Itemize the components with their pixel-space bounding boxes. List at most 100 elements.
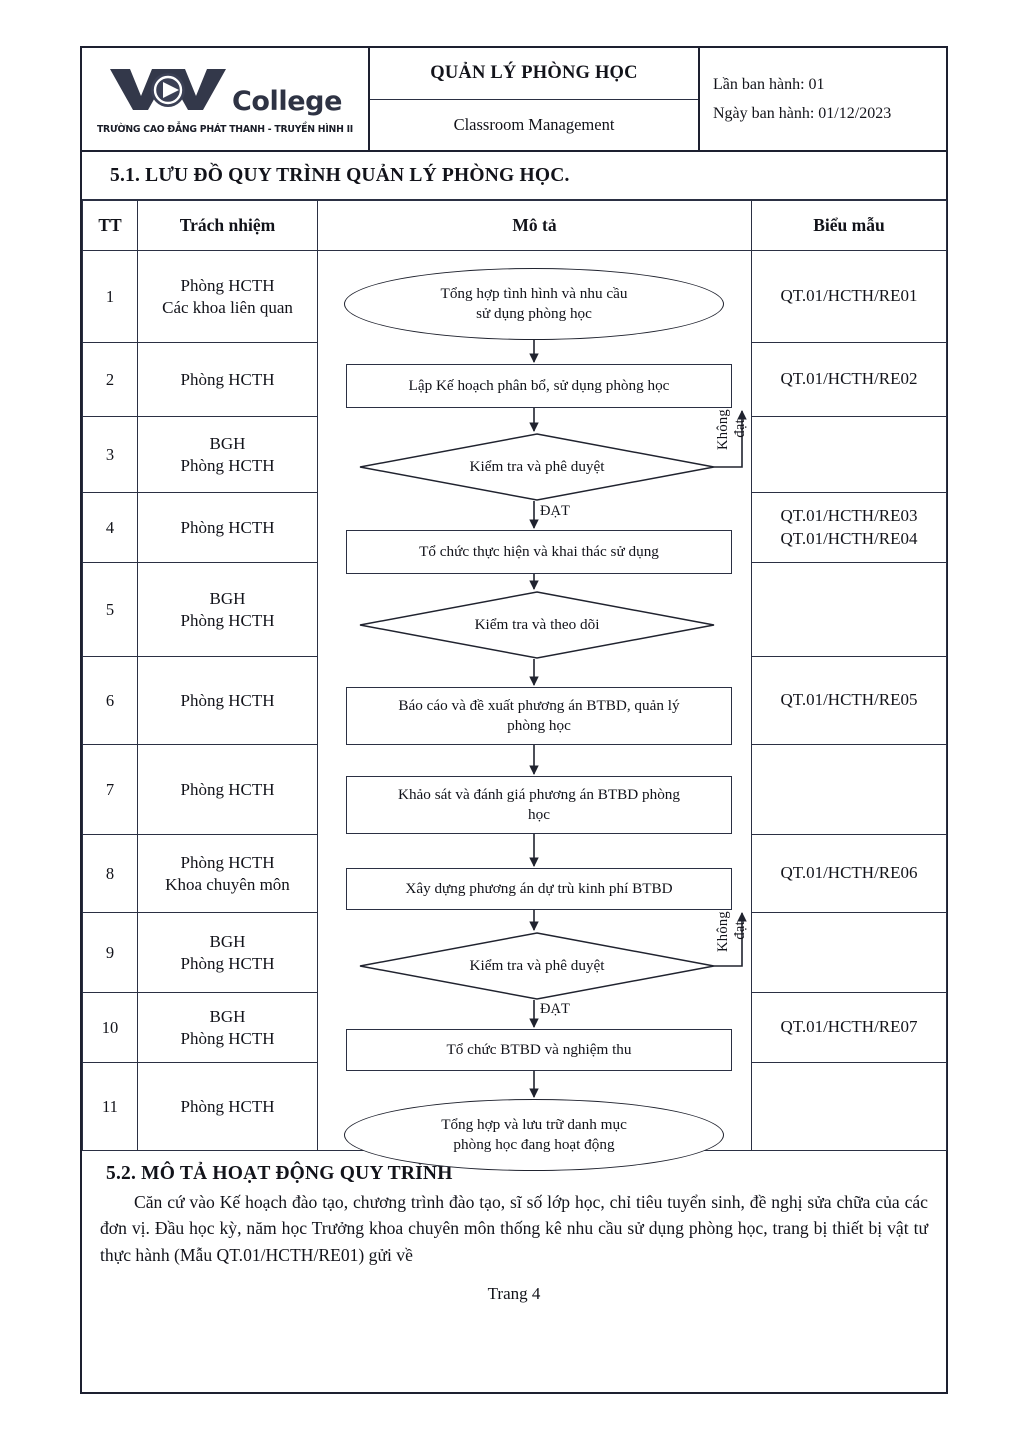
document-title-cell: QUẢN LÝ PHÒNG HỌC Classroom Management bbox=[370, 48, 700, 150]
flow-node-label: Báo cáo và đề xuất phương án BTBD, quản … bbox=[398, 696, 680, 734]
section-51-title-bar: 5.1. LƯU ĐỒ QUY TRÌNH QUẢN LÝ PHÒNG HỌC. bbox=[82, 152, 946, 200]
row-index: 1 bbox=[82, 250, 138, 343]
document-page: College TRƯỜNG CAO ĐẲNG PHÁT THANH - TRU… bbox=[80, 46, 948, 1394]
vov-play-icon bbox=[108, 66, 228, 117]
flow-node-label: Lập Kế hoạch phân bổ, sử dụng phòng học bbox=[408, 376, 670, 394]
row-form-code: QT.01/HCTH/RE07 bbox=[751, 992, 947, 1063]
flow-node-process-10: Tổ chức BTBD và nghiệm thu bbox=[346, 1029, 732, 1071]
issue-date: Ngày ban hành: 01/12/2023 bbox=[713, 104, 892, 122]
row-index: 11 bbox=[82, 1062, 138, 1151]
col-header-form: Biểu mẫu bbox=[751, 200, 947, 251]
flow-node-process-4: Tổ chức thực hiện và khai thác sử dụng bbox=[346, 530, 732, 574]
title-en-wrap: Classroom Management bbox=[370, 100, 698, 151]
row-form-code: QT.01/HCTH/RE02 bbox=[751, 342, 947, 417]
table-header-row: TT Trách nhiệm Mô tả Biểu mẫu bbox=[82, 200, 947, 251]
document-header: College TRƯỜNG CAO ĐẲNG PHÁT THANH - TRU… bbox=[82, 48, 946, 152]
process-flow-table: TT Trách nhiệm Mô tả Biểu mẫu 1 Phòng HC… bbox=[82, 200, 947, 1171]
flow-node-label: Tổ chức BTBD và nghiệm thu bbox=[446, 1040, 632, 1058]
section-52-title: 5.2. MÔ TẢ HOẠT ĐỘNG QUY TRÌNH bbox=[106, 1163, 453, 1184]
flow-node-label: Khảo sát và đánh giá phương án BTBD phòn… bbox=[398, 785, 680, 823]
edge-label-fail-2-line1: Không bbox=[715, 911, 731, 952]
table-row: 2 Phòng HCTH QT.01/HCTH/RE02 bbox=[82, 342, 947, 417]
flow-connectors bbox=[529, 340, 747, 1098]
vov-college-logo: College bbox=[108, 65, 342, 117]
section-52-paragraph: Căn cứ vào Kế hoạch đào tạo, chương trìn… bbox=[100, 1192, 928, 1265]
edge-label-fail-2-line2: đạt bbox=[732, 921, 748, 940]
title-vi-wrap: QUẢN LÝ PHÒNG HỌC bbox=[370, 48, 698, 100]
col-header-desc: Mô tả bbox=[317, 200, 752, 251]
row-responsibility: Phòng HCTH bbox=[137, 1062, 318, 1151]
row-form-code: QT.01/HCTH/RE06 bbox=[751, 834, 947, 913]
flow-node-decision-5: Kiểm tra và theo dõi bbox=[359, 591, 715, 659]
row-responsibility: Phòng HCTH bbox=[137, 744, 318, 835]
flow-node-label: Kiểm tra và phê duyệt bbox=[469, 956, 605, 974]
row-index: 8 bbox=[82, 834, 138, 913]
flow-node-process-8: Xây dựng phương án dự trù kinh phí BTBD bbox=[346, 868, 732, 910]
row-index: 3 bbox=[82, 416, 138, 493]
edge-label-pass-2: ĐẠT bbox=[540, 1001, 570, 1017]
logo-wordmark: College bbox=[231, 86, 343, 117]
row-form-code bbox=[751, 912, 947, 993]
col-header-resp: Trách nhiệm bbox=[137, 200, 318, 251]
flow-node-process-7: Khảo sát và đánh giá phương án BTBD phòn… bbox=[346, 776, 732, 834]
row-index: 9 bbox=[82, 912, 138, 993]
row-responsibility: Phòng HCTH bbox=[137, 656, 318, 745]
row-index: 7 bbox=[82, 744, 138, 835]
edge-label-fail-1-line1: Không bbox=[715, 409, 731, 450]
row-index: 6 bbox=[82, 656, 138, 745]
table-row: 11 Phòng HCTH bbox=[82, 1062, 947, 1151]
issue-info-cell: Lần ban hành: 01 Ngày ban hành: 01/12/20… bbox=[700, 48, 946, 150]
section-52: 5.2. MÔ TẢ HOẠT ĐỘNG QUY TRÌNH Căn cứ và… bbox=[82, 1151, 946, 1304]
section-51-title: 5.1. LƯU ĐỒ QUY TRÌNH QUẢN LÝ PHÒNG HỌC. bbox=[110, 164, 570, 186]
row-responsibility: Phòng HCTH bbox=[137, 342, 318, 417]
row-form-code bbox=[751, 562, 947, 657]
table-row: 7 Phòng HCTH bbox=[82, 744, 947, 835]
issue-number: Lần ban hành: 01 bbox=[713, 75, 825, 93]
flow-node-process-6: Báo cáo và đề xuất phương án BTBD, quản … bbox=[346, 687, 732, 745]
edge-label-fail-1-line2: đạt bbox=[732, 419, 748, 438]
flow-node-label: Kiểm tra và theo dõi bbox=[474, 615, 600, 633]
row-index: 2 bbox=[82, 342, 138, 417]
row-form-code bbox=[751, 744, 947, 835]
document-title-en: Classroom Management bbox=[453, 114, 615, 134]
page-footer: Trang 4 bbox=[487, 1284, 541, 1304]
flow-node-label: Kiểm tra và phê duyệt bbox=[469, 457, 605, 475]
logo-cell: College TRƯỜNG CAO ĐẲNG PHÁT THANH - TRU… bbox=[82, 48, 370, 150]
flow-node-decision-9: Kiểm tra và phê duyệt bbox=[359, 932, 715, 1000]
row-index: 10 bbox=[82, 992, 138, 1063]
row-responsibility: Phòng HCTH bbox=[137, 492, 318, 563]
flow-node-label: Tổ chức thực hiện và khai thác sử dụng bbox=[419, 542, 659, 560]
flow-node-decision-3: Kiểm tra và phê duyệt bbox=[359, 433, 715, 501]
row-form-code: QT.01/HCTH/RE01 bbox=[751, 250, 947, 343]
edge-label-pass-1: ĐẠT bbox=[540, 503, 570, 519]
row-form-code bbox=[751, 416, 947, 493]
row-index: 5 bbox=[82, 562, 138, 657]
table-row: 6 Phòng HCTH QT.01/HCTH/RE05 bbox=[82, 656, 947, 745]
row-form-code: QT.01/HCTH/RE05 bbox=[751, 656, 947, 745]
row-form-code bbox=[751, 1062, 947, 1151]
col-header-tt: TT bbox=[82, 200, 138, 251]
flow-node-label: Xây dựng phương án dự trù kinh phí BTBD bbox=[405, 879, 673, 897]
flow-node-process-2: Lập Kế hoạch phân bổ, sử dụng phòng học bbox=[346, 364, 732, 408]
logo-subtitle: TRƯỜNG CAO ĐẲNG PHÁT THANH - TRUYỀN HÌNH… bbox=[96, 124, 354, 135]
row-index: 4 bbox=[82, 492, 138, 563]
